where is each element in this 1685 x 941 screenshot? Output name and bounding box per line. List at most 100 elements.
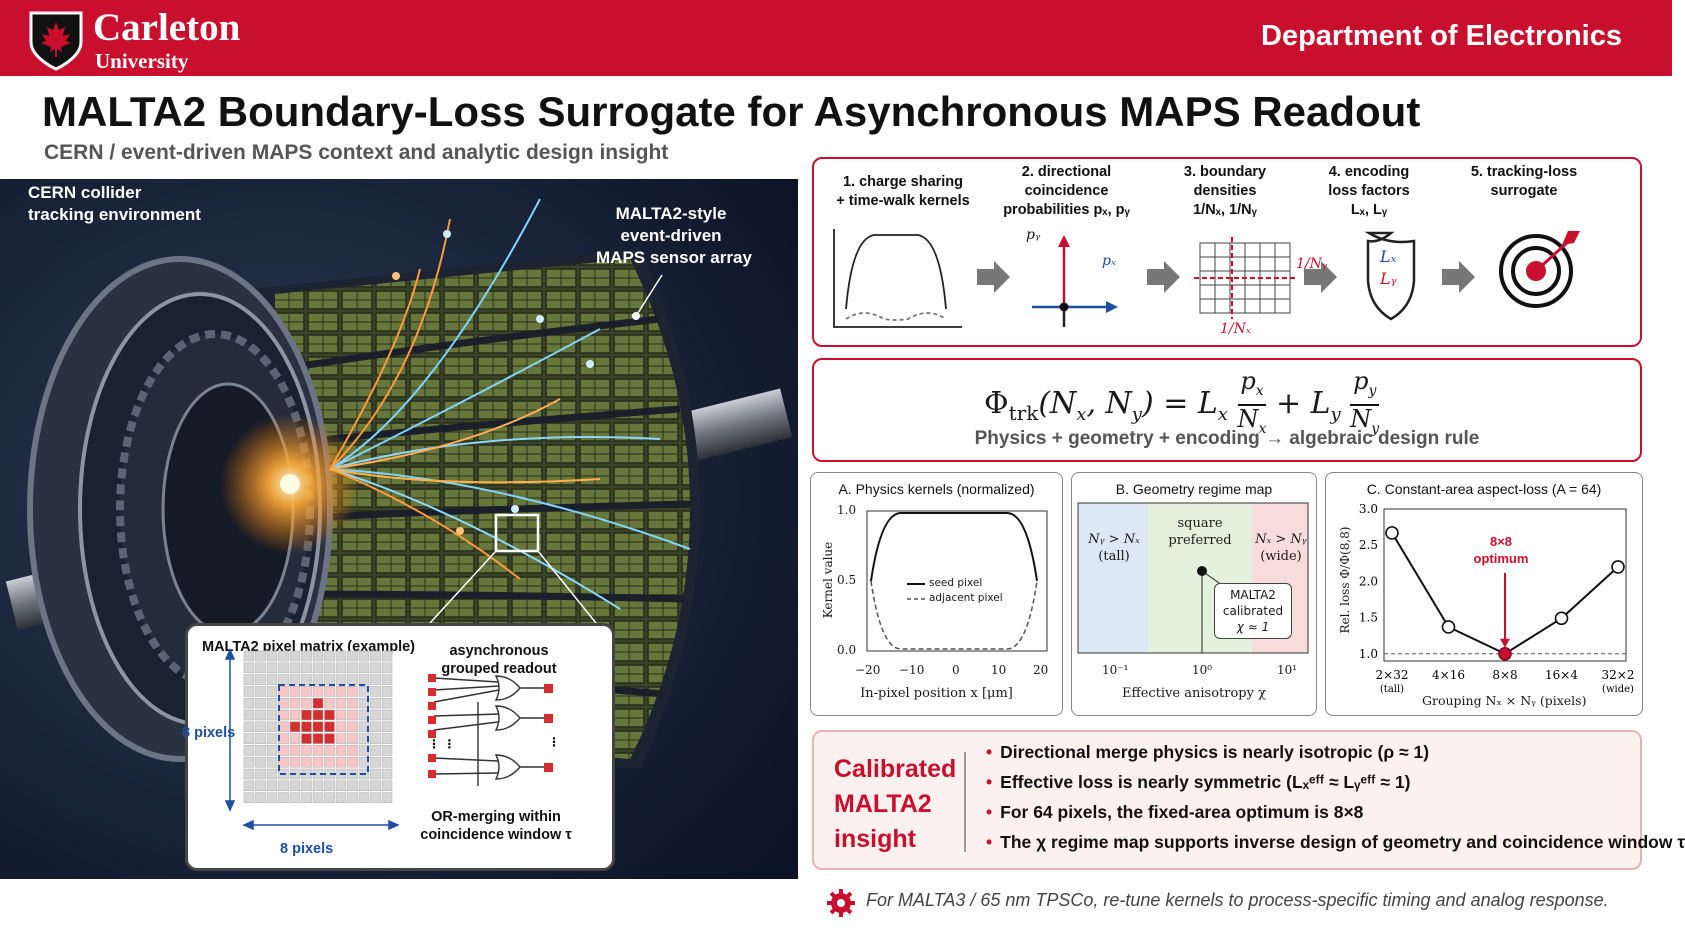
pixel — [243, 745, 255, 756]
pixel — [289, 745, 301, 756]
pixel — [266, 697, 278, 709]
panel-a-xlabel: In-pixel position x [μm] — [860, 686, 1013, 701]
y-tick-label: 1.5 — [1359, 611, 1378, 625]
hit-pixel — [312, 733, 324, 744]
svg-text:⋮ ⋮: ⋮ ⋮ — [428, 737, 455, 751]
pixel — [381, 745, 393, 756]
pixel — [255, 650, 266, 662]
pixel — [381, 650, 393, 662]
optimum-arrowhead — [1500, 638, 1510, 648]
data-point — [1441, 620, 1456, 634]
gear-icon — [827, 889, 855, 917]
pixel — [335, 780, 347, 792]
region-tall: Nᵧ > Nₓ (tall) — [1080, 531, 1148, 565]
pixel — [289, 756, 301, 768]
target-icon — [1499, 231, 1580, 308]
pixel — [312, 792, 324, 803]
hit-pixel — [312, 697, 324, 709]
hit-pixel — [324, 721, 335, 733]
pixel — [278, 780, 289, 792]
pixel — [347, 674, 358, 685]
pixel — [243, 709, 255, 721]
pixel — [335, 792, 347, 803]
insight-heading-3: insight — [834, 825, 916, 853]
panel-c-xlabel: Grouping Nₓ × Nᵧ (pixels) — [1422, 693, 1587, 708]
pixel-grid — [243, 650, 393, 803]
region-tall-label: (tall) — [1098, 549, 1130, 564]
pixel — [381, 697, 393, 709]
pixel — [324, 697, 335, 709]
pixel — [370, 686, 381, 697]
pixel — [358, 709, 370, 721]
pixel — [243, 792, 255, 803]
legend-adjacent: adjacent pixel — [929, 592, 1003, 604]
pixel — [255, 745, 266, 756]
pixel — [324, 686, 335, 697]
pixel — [381, 768, 393, 780]
pixel — [324, 756, 335, 768]
pixel — [335, 662, 347, 674]
pixel — [358, 674, 370, 685]
hit-pixel — [324, 733, 335, 744]
callout-line2: calibrated — [1222, 604, 1284, 618]
step-2-label: 2. directional coincidence probabilities… — [1003, 164, 1130, 218]
label-sensor-array: MALTA2-style event-driven MAPS sensor ar… — [596, 204, 752, 267]
insight-bullet-2: •Effective loss is nearly symmetric (Lₓᵉ… — [986, 772, 1411, 792]
insight-bullet-4: •The χ regime map supports inverse desig… — [986, 832, 1685, 852]
pixel — [347, 686, 358, 697]
legend-seed: seed pixel — [929, 577, 983, 589]
pixel — [266, 686, 278, 697]
pixel — [243, 697, 255, 709]
pixel — [335, 721, 347, 733]
pixel — [301, 792, 312, 803]
pixel — [347, 709, 358, 721]
pixel — [243, 733, 255, 744]
insight-bullet-3-text: For 64 pixels, the fixed-area optimum is… — [1000, 802, 1364, 822]
pixel — [381, 662, 393, 674]
pixel — [370, 662, 381, 674]
pixel — [289, 697, 301, 709]
pixel — [347, 745, 358, 756]
panel-b-title: B. Geometry regime map — [1115, 481, 1273, 497]
pixel — [370, 745, 381, 756]
pixel — [278, 674, 289, 685]
panel-b-xlabel: Effective anisotropy χ — [1122, 686, 1266, 701]
panel-c-aspect-loss: C. Constant-area aspect-loss (A = 64) 1.… — [1325, 472, 1643, 716]
pixel — [255, 697, 266, 709]
data-point — [1611, 560, 1625, 574]
pixel — [347, 756, 358, 768]
hit-pixel — [312, 721, 324, 733]
direction-axes-icon — [1032, 235, 1118, 327]
pixel — [381, 756, 393, 768]
pixel — [324, 650, 335, 662]
pixel — [335, 709, 347, 721]
panel-a-title: A. Physics kernels (normalized) — [838, 481, 1035, 497]
y-tick-label: 2.0 — [1359, 574, 1378, 588]
pixel — [255, 686, 266, 697]
pixel — [255, 756, 266, 768]
y-tick-label: 1.0 — [1359, 647, 1378, 661]
pixel — [266, 792, 278, 803]
pixel — [335, 686, 347, 697]
hit-pixel — [301, 721, 312, 733]
pixel-matrix-inset: MALTA2 pixel matrix (example) asynchrono… — [182, 623, 615, 871]
y-tick-label: 3.0 — [1359, 502, 1378, 516]
hit-pixel — [289, 721, 301, 733]
step-5-label: 5. tracking-loss surrogate — [1470, 164, 1578, 199]
pixel — [370, 792, 381, 803]
pixel — [243, 674, 255, 685]
pixel — [335, 745, 347, 756]
pixel — [266, 733, 278, 744]
department-name: Department of Electronics — [1261, 20, 1622, 52]
region-square: square preferred — [1150, 515, 1250, 549]
matrix-and-gates: ⋮ ⋮ ⋮ — [224, 648, 560, 831]
insight-heading: Calibrated MALTA2 insight — [834, 752, 956, 857]
pixel — [301, 650, 312, 662]
x-tick-sublabel: (wide) — [1602, 684, 1634, 695]
panel-a-xtick-2: −10 — [899, 663, 925, 677]
region-wide: Nₓ > Nᵧ (wide) — [1252, 531, 1310, 565]
insight-divider — [964, 752, 966, 852]
panel-b-xtick-2: 10⁰ — [1192, 663, 1213, 677]
pixel — [289, 650, 301, 662]
